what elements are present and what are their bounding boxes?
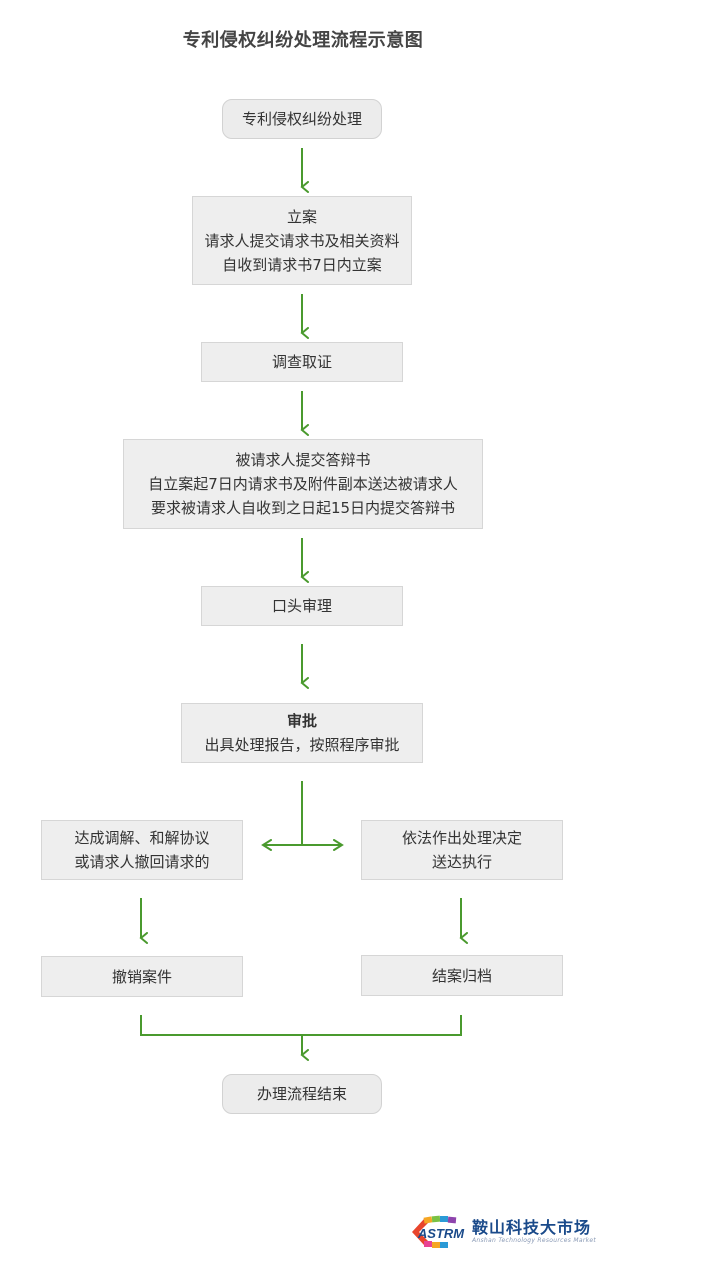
node-withdraw-line-1: 撤销案件 <box>111 967 172 986</box>
astrm-logo-icon: ASTRM <box>410 1215 466 1249</box>
node-filing-line-2: 请求人提交请求书及相关资料 <box>204 231 400 250</box>
node-withdraw: 撤销案件 <box>41 956 243 997</box>
node-archive-line-1: 结案归档 <box>431 966 492 985</box>
brand-logo: ASTRM 鞍山科技大市场 Anshan Technology Resource… <box>410 1215 596 1249</box>
node-defense-line-2: 自立案起7日内请求书及附件副本送达被请求人 <box>148 475 458 493</box>
node-mediation: 达成调解、和解协议 或请求人撤回请求的 <box>41 820 243 880</box>
node-approval-line-2: 出具处理报告，按照程序审批 <box>204 736 400 754</box>
node-end-line-1: 办理流程结束 <box>256 1085 347 1103</box>
node-defense: 被请求人提交答辩书 自立案起7日内请求书及附件副本送达被请求人 要求被请求人自收… <box>123 439 483 529</box>
node-investigation: 调查取证 <box>201 342 403 382</box>
diagram-title: 专利侵权纠纷处理流程示意图 <box>182 30 424 51</box>
logo-name: 鞍山科技大市场 <box>472 1218 592 1237</box>
node-decision: 依法作出处理决定 送达执行 <box>361 820 563 880</box>
node-investigation-line-1: 调查取证 <box>271 353 332 371</box>
node-mediation-line-1: 达成调解、和解协议 <box>74 829 210 847</box>
node-defense-line-1: 被请求人提交答辩书 <box>235 451 371 469</box>
node-filing-line-1: 立案 <box>286 207 317 226</box>
node-filing: 立案 请求人提交请求书及相关资料 自收到请求书7日内立案 <box>192 196 412 285</box>
node-start-line-1: 专利侵权纠纷处理 <box>241 110 362 128</box>
merge-connector <box>140 1015 462 1036</box>
node-end: 办理流程结束 <box>222 1074 382 1114</box>
node-decision-line-1: 依法作出处理决定 <box>401 829 522 847</box>
node-archive: 结案归档 <box>361 955 563 996</box>
logo-mark-text: ASTRM <box>417 1226 465 1241</box>
logo-tagline: Anshan Technology Resources Market <box>472 1237 597 1244</box>
node-oral-hearing-line-1: 口头审理 <box>271 597 332 615</box>
node-approval-line-1: 审批 <box>286 712 317 730</box>
node-start: 专利侵权纠纷处理 <box>222 99 382 139</box>
node-decision-line-2: 送达执行 <box>431 853 492 871</box>
node-approval: 审批 出具处理报告，按照程序审批 <box>181 703 423 763</box>
node-filing-line-3: 自收到请求书7日内立案 <box>222 255 382 274</box>
node-defense-line-3: 要求被请求人自收到之日起15日内提交答辩书 <box>150 499 456 517</box>
node-oral-hearing: 口头审理 <box>201 586 403 626</box>
node-mediation-line-2: 或请求人撤回请求的 <box>74 853 210 871</box>
